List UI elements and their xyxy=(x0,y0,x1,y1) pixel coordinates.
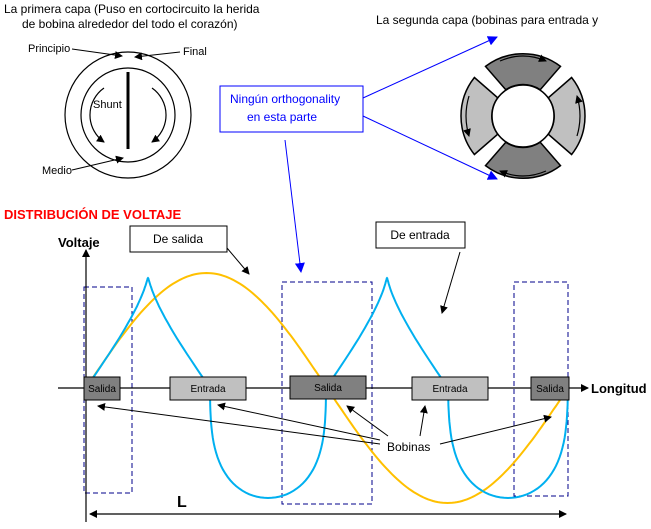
legend-entrada-arrow xyxy=(440,251,461,314)
coil-5: Salida xyxy=(530,376,570,401)
caption-first-layer-2: de bobina alrededor del todo el corazón) xyxy=(22,17,237,31)
x-axis-label: Longitud xyxy=(591,381,647,396)
coil-label: Entrada xyxy=(190,384,225,395)
callout-line2: en esta parte xyxy=(247,110,317,124)
winding-arrow-right xyxy=(151,87,167,143)
coil-1: Salida xyxy=(83,376,121,401)
label-final: Final xyxy=(183,46,207,58)
arrow-principio xyxy=(71,48,123,59)
callout-arrow-1 xyxy=(362,36,498,99)
arrow-final xyxy=(134,51,181,61)
second-layer-arrows xyxy=(463,54,583,178)
coil-3: Salida xyxy=(289,375,367,400)
length-label: L xyxy=(177,494,187,511)
label-principio: Principio xyxy=(28,43,70,55)
section-title: DISTRIBUCIÓN DE VOLTAJE xyxy=(4,207,182,222)
legend-salida-arrow xyxy=(226,247,250,275)
legend-salida-label: De salida xyxy=(153,232,203,246)
y-axis-label: Voltaje xyxy=(58,235,100,250)
coil-label: Salida xyxy=(314,383,342,394)
legend-entrada-label: De entrada xyxy=(390,228,450,242)
second-layer-core xyxy=(460,53,586,179)
coil-label: Salida xyxy=(88,384,116,395)
callout-box xyxy=(219,85,364,133)
arrow-medio xyxy=(71,155,124,171)
coil-2: Entrada xyxy=(169,376,247,401)
legend-box-salida xyxy=(129,225,228,253)
bobinas-label: Bobinas xyxy=(387,440,430,454)
coil-4: Entrada xyxy=(411,376,489,401)
label-medio: Medio xyxy=(42,165,72,177)
first-layer-core xyxy=(64,51,192,179)
label-shunt: Shunt xyxy=(93,99,122,111)
legend-box-entrada xyxy=(375,221,466,249)
bobinas-arrows xyxy=(97,402,552,445)
caption-second-layer: La segunda capa (bobinas para entrada y xyxy=(376,13,598,27)
caption-first-layer-1: La primera capa (Puso en cortocircuito l… xyxy=(4,2,260,16)
callout-arrow-2 xyxy=(362,115,498,180)
coil-label: Salida xyxy=(536,384,564,395)
callout-arrow-3 xyxy=(284,139,305,273)
coil-label: Entrada xyxy=(432,384,467,395)
winding-arrow-left xyxy=(89,87,105,143)
callout-line1: Ningún orthogonality xyxy=(230,92,340,106)
